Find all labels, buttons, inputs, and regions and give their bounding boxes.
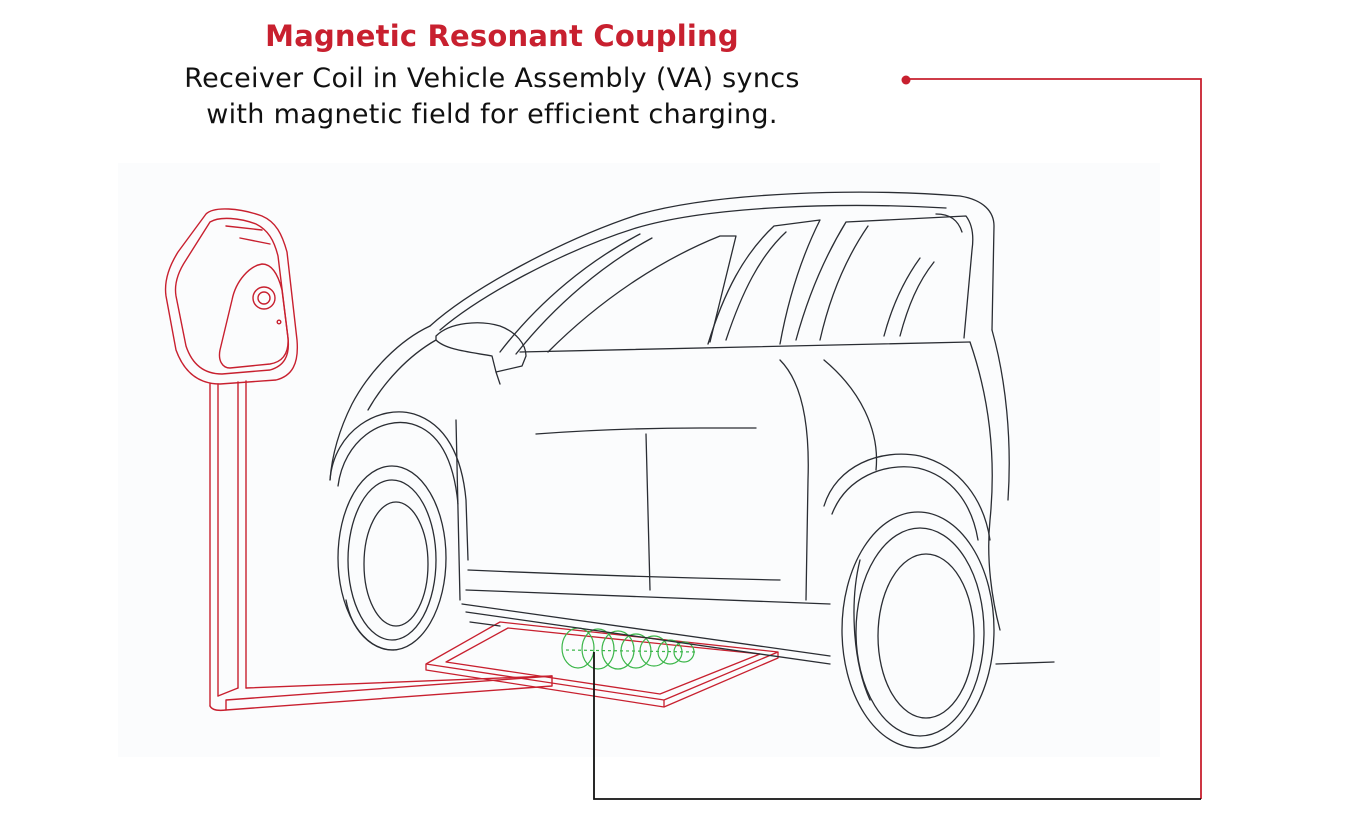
callout-line-red (908, 78, 1202, 799)
description-line-2: with magnetic field for efficient chargi… (206, 99, 778, 130)
title: Magnetic Resonant Coupling (265, 19, 739, 53)
callout-connector (593, 78, 1202, 800)
callout-line-black (593, 652, 1201, 800)
illustration-background (118, 163, 1160, 757)
description: Receiver Coil in Vehicle Assembly (VA) s… (60, 61, 924, 133)
receiver-coil (561, 627, 697, 670)
charging-pad (425, 621, 779, 708)
car (329, 191, 1055, 749)
description-line-1: Receiver Coil in Vehicle Assembly (VA) s… (184, 63, 800, 94)
callout-dot (901, 75, 911, 85)
charger-station (164, 208, 553, 712)
